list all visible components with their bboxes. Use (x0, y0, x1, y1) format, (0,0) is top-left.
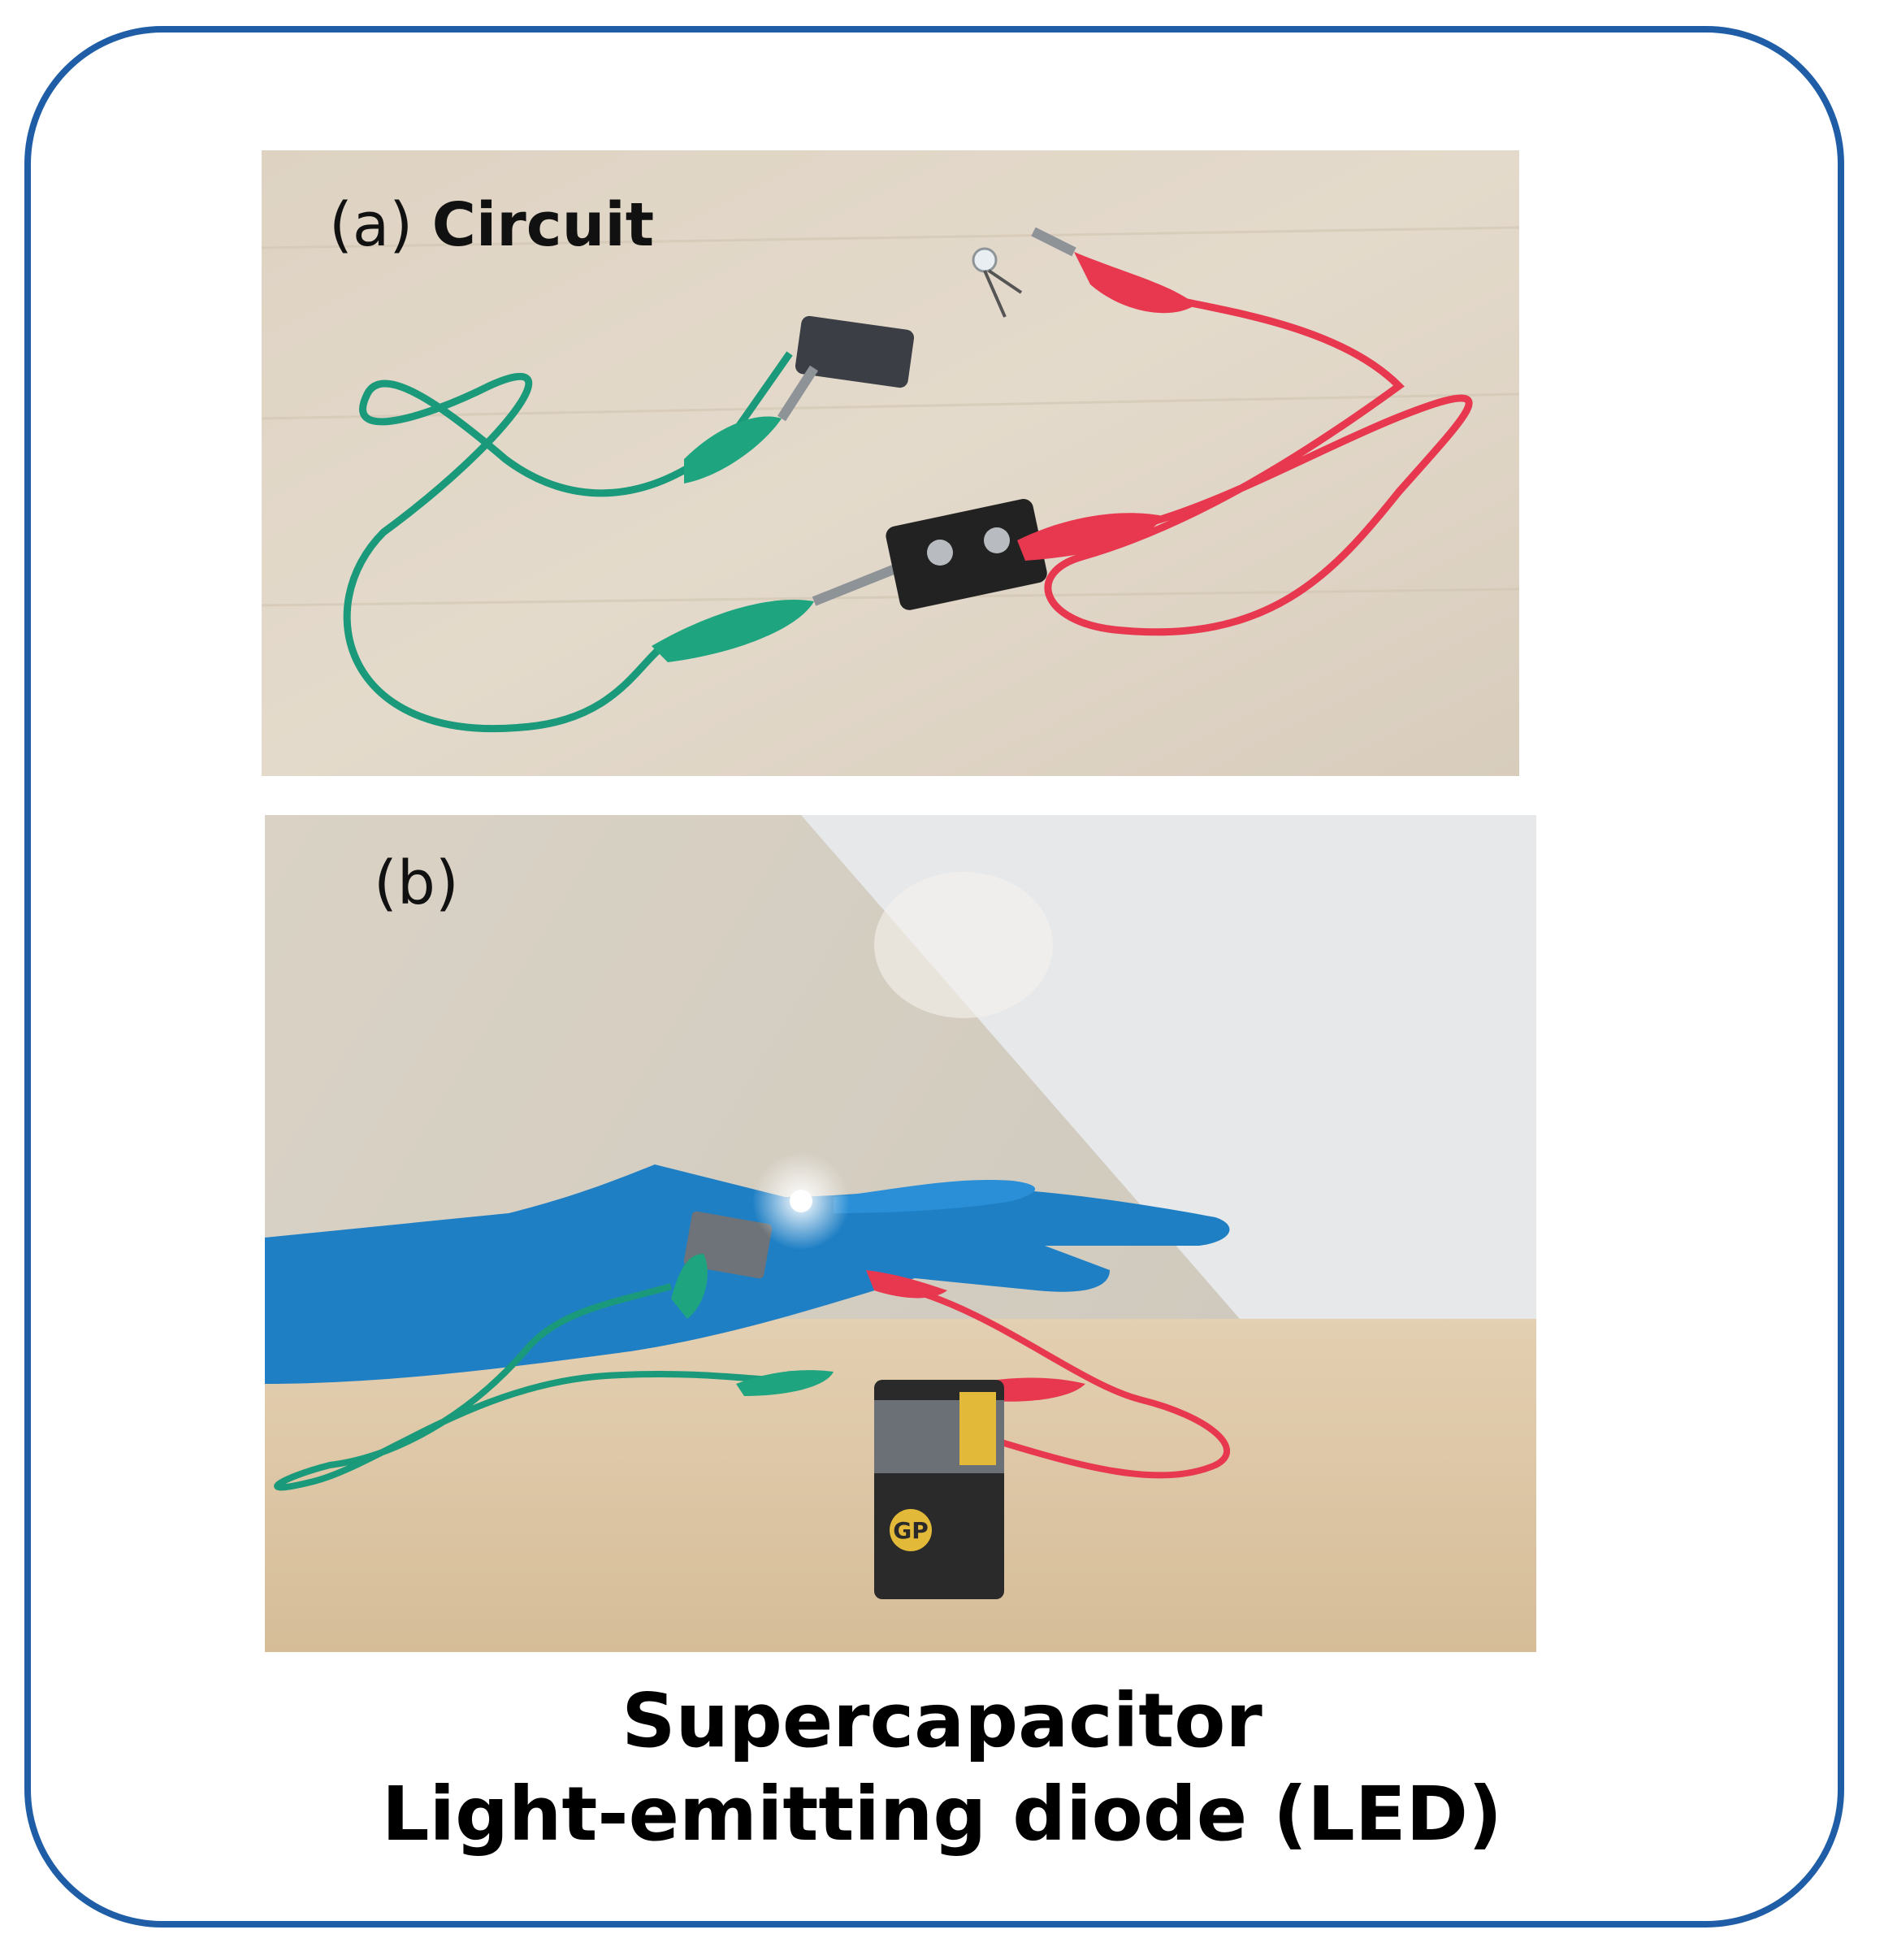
battery-9v (886, 499, 1047, 610)
led (972, 247, 1023, 318)
photo-led-demo: GP (265, 815, 1536, 1652)
photo-circuit-drawing (262, 150, 1519, 776)
battery-9v: GP (874, 1380, 1004, 1599)
led-glowing (790, 1190, 812, 1212)
green-wire (274, 1283, 769, 1491)
panel-a-label: (a) Circuit (329, 195, 654, 255)
panel-b-label: (b) (374, 853, 459, 913)
panel-b-letter: (b) (374, 848, 459, 918)
panel-a-title: Circuit (431, 190, 655, 260)
supercapacitor-cell (795, 315, 915, 388)
green-wire (343, 351, 793, 733)
caption-line-2: Light-emitting diode (LED) (381, 1771, 1503, 1858)
panel-a-letter: (a) (329, 190, 414, 260)
battery-brand-label: GP (893, 1517, 929, 1544)
caption-line-1: Supercapacitor (622, 1677, 1262, 1764)
photo-circuit (262, 150, 1519, 776)
red-wire (1044, 297, 1473, 636)
photo-led-demo-drawing: GP (265, 815, 1536, 1652)
